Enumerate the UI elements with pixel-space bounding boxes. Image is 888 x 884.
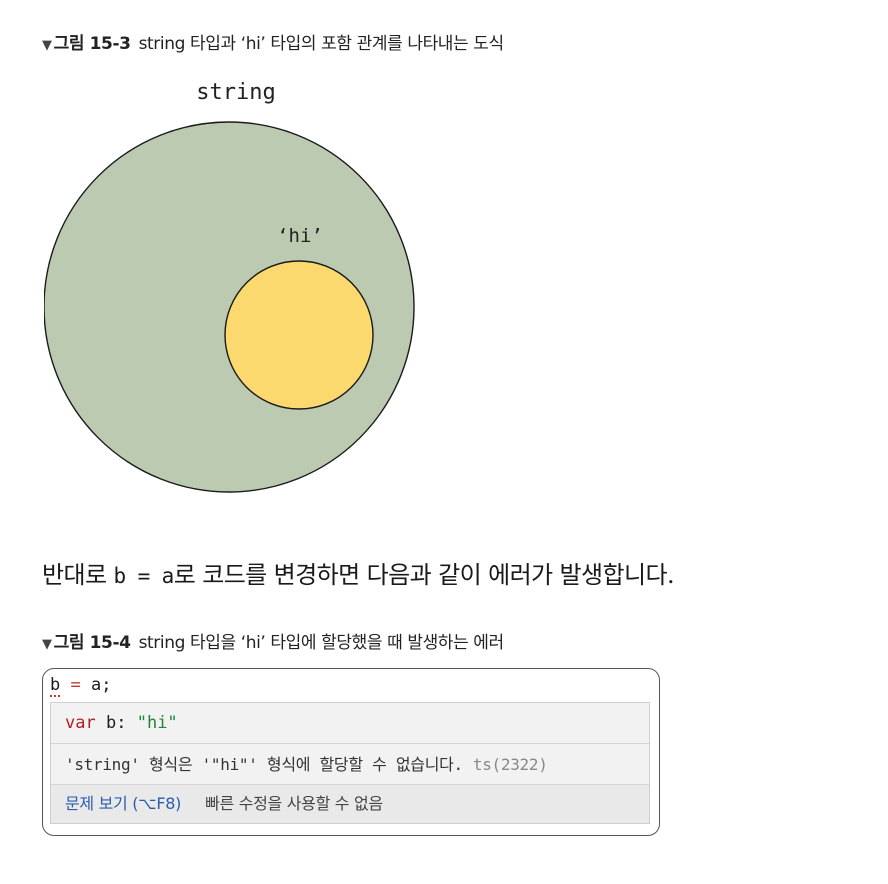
code-line: b = a; [50,675,112,697]
figure-caption: ▼그림 15-3 string 타입과 ‘hi’ 타입의 포함 관계를 나타내는 … [42,29,504,54]
figure-title: string 타입을 ‘hi’ 타입에 할당했을 때 발생하는 에러 [138,633,505,653]
code-operator: = [70,675,81,695]
figure-title: string 타입과 ‘hi’ 타입의 포함 관계를 나타내는 도식 [138,34,505,54]
error-message: 'string' 형식은 '"hi"' 형식에 할당할 수 없습니다. [65,755,463,774]
error-hover-card: var b: "hi" 'string' 형식은 '"hi"' 형식에 할당할 … [50,702,650,824]
code-variable-b[interactable]: b [50,675,61,697]
body-paragraph: 반대로 b = a로 코드를 변경하면 다음과 같이 에러가 발생합니다. [42,555,675,590]
triangle-down-icon: ▼ [42,637,52,652]
code-editor-box: b = a; var b: "hi" 'string' 형식은 '"hi"' 형… [42,668,660,836]
type-signature: var b: "hi" [51,703,649,744]
keyword: var [65,713,96,733]
error-message-row: 'string' 형식은 '"hi"' 형식에 할당할 수 없습니다. ts(23… [51,744,649,785]
inline-code: b = a [113,564,174,588]
venn-diagram: string ‘hi’ [44,80,415,493]
no-quick-fix-text: 빠른 수정을 사용할 수 없음 [205,794,383,813]
view-problem-link[interactable]: 문제 보기 (⌥F8) [65,794,182,813]
hover-actions: 문제 보기 (⌥F8) 빠른 수정을 사용할 수 없음 [51,785,649,823]
inner-label: ‘hi’ [277,225,323,247]
identifier: b [105,713,117,733]
body-text-after: 로 코드를 변경하면 다음과 같이 에러가 발생합니다. [173,561,675,589]
colon: : [116,713,127,733]
figure-number: 그림 15-4 [53,633,131,653]
body-text-before: 반대로 [42,561,114,589]
type-literal: "hi" [136,713,178,733]
triangle-down-icon: ▼ [42,38,52,53]
figure-caption: ▼그림 15-4 string 타입을 ‘hi’ 타입에 할당했을 때 발생하는 … [42,628,504,653]
outer-label: string [196,80,275,105]
inner-circle-hi [224,260,374,410]
error-code: ts(2322) [472,755,548,774]
figure-number: 그림 15-3 [53,34,131,54]
code-rest: a; [91,675,112,695]
